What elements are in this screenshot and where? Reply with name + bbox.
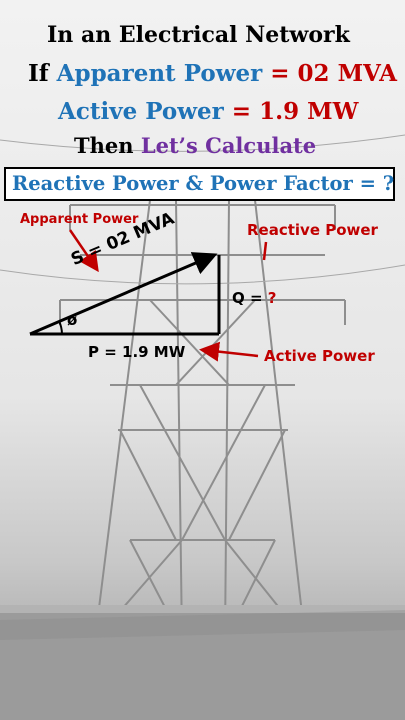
angle-symbol: ø bbox=[67, 311, 78, 329]
question-text: Reactive Power & Power Factor = ? bbox=[12, 172, 395, 195]
base-label: P = 1.9 MW bbox=[88, 343, 186, 361]
active-power-value: = 1.9 MW bbox=[223, 98, 359, 125]
apparent-power-value: = 02 MVA bbox=[262, 60, 397, 87]
apparent-label-arrow bbox=[68, 229, 99, 273]
apparent-power-side bbox=[29, 252, 218, 336]
vertical-side-label: Q = ? bbox=[232, 289, 276, 307]
apparent-power-term: Apparent Power bbox=[56, 60, 263, 87]
lets-calculate-term: Let’s Calculate bbox=[140, 133, 317, 158]
then-prefix: Then bbox=[74, 133, 141, 158]
q-value: ? bbox=[267, 289, 277, 307]
power-triangle-diagram bbox=[29, 229, 268, 362]
title-line: In an Electrical Network bbox=[47, 22, 350, 48]
active-power-line: Active Power = 1.9 MW bbox=[58, 98, 358, 125]
active-label-arrow bbox=[199, 341, 259, 362]
reactive-power-label: Reactive Power bbox=[247, 221, 378, 239]
if-prefix: If bbox=[28, 60, 57, 87]
reactive-label-arrow bbox=[262, 241, 268, 261]
apparent-power-line: If Apparent Power = 02 MVA bbox=[28, 60, 397, 87]
q-prefix: Q = bbox=[232, 289, 268, 307]
active-power-label: Active Power bbox=[264, 347, 375, 365]
question-box bbox=[4, 167, 395, 201]
calculate-line: Then Let’s Calculate bbox=[74, 133, 316, 158]
active-power-term: Active Power bbox=[58, 98, 224, 125]
apparent-power-label: Apparent Power bbox=[20, 212, 139, 227]
angle-arc bbox=[58, 320, 63, 335]
